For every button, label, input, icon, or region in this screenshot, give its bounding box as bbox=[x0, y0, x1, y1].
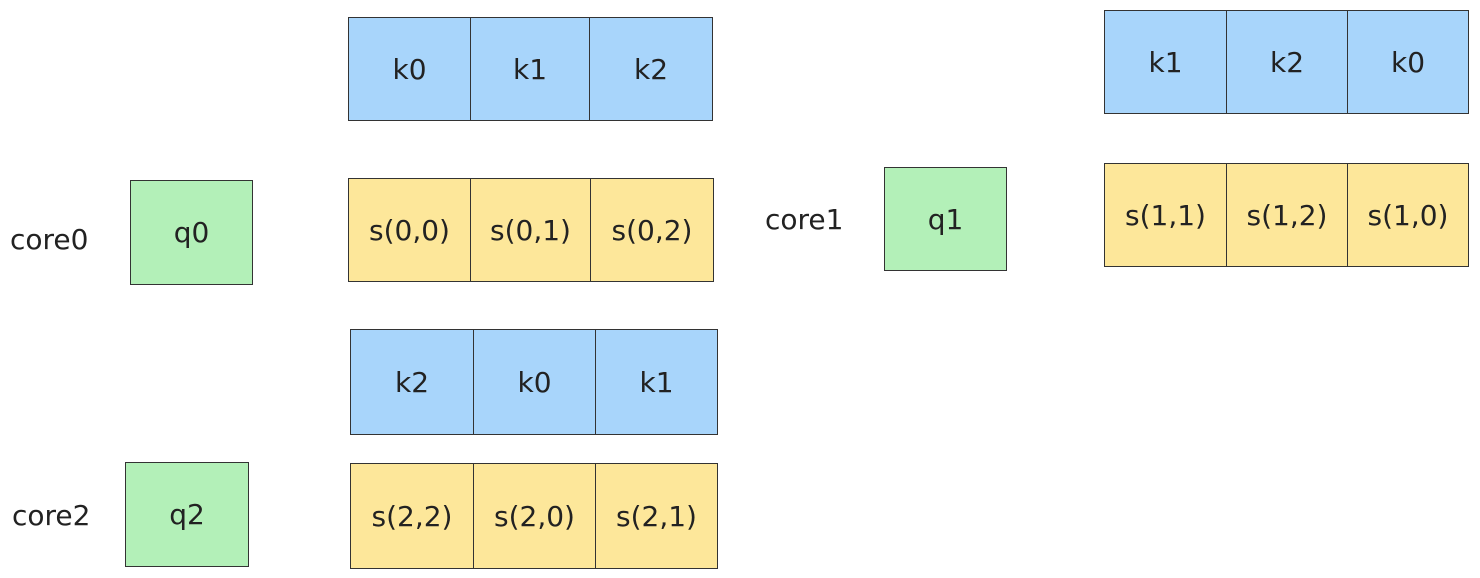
query-box: q1 bbox=[884, 167, 1007, 271]
key-cell: k0 bbox=[348, 17, 471, 121]
score-cell: s(1,1) bbox=[1104, 163, 1227, 267]
score-cell: s(2,1) bbox=[595, 463, 718, 569]
core-label: core0 bbox=[10, 223, 89, 256]
query-box: q2 bbox=[125, 462, 249, 567]
score-cell: s(2,2) bbox=[350, 463, 474, 569]
key-cell: k0 bbox=[1347, 10, 1469, 114]
key-cell: k1 bbox=[470, 17, 590, 121]
score-cell: s(1,0) bbox=[1347, 163, 1469, 267]
key-cell: k2 bbox=[1226, 10, 1348, 114]
score-cell: s(1,2) bbox=[1226, 163, 1348, 267]
key-cell: k2 bbox=[350, 329, 474, 435]
score-cell: s(2,0) bbox=[473, 463, 596, 569]
key-cell: k0 bbox=[473, 329, 596, 435]
core-label: core1 bbox=[765, 203, 844, 236]
key-row: k2 k0 k1 bbox=[350, 329, 718, 435]
key-cell: k1 bbox=[595, 329, 718, 435]
core-label: core2 bbox=[12, 499, 91, 532]
score-cell: s(0,2) bbox=[590, 178, 714, 282]
key-cell: k1 bbox=[1104, 10, 1227, 114]
key-cell: k2 bbox=[589, 17, 713, 121]
score-row: s(0,0) s(0,1) s(0,2) bbox=[348, 178, 714, 282]
score-row: s(2,2) s(2,0) s(2,1) bbox=[350, 463, 718, 569]
key-row: k0 k1 k2 bbox=[348, 17, 713, 121]
score-row: s(1,1) s(1,2) s(1,0) bbox=[1104, 163, 1469, 267]
score-cell: s(0,1) bbox=[470, 178, 591, 282]
query-box: q0 bbox=[130, 180, 253, 285]
score-cell: s(0,0) bbox=[348, 178, 471, 282]
key-row: k1 k2 k0 bbox=[1104, 10, 1469, 114]
